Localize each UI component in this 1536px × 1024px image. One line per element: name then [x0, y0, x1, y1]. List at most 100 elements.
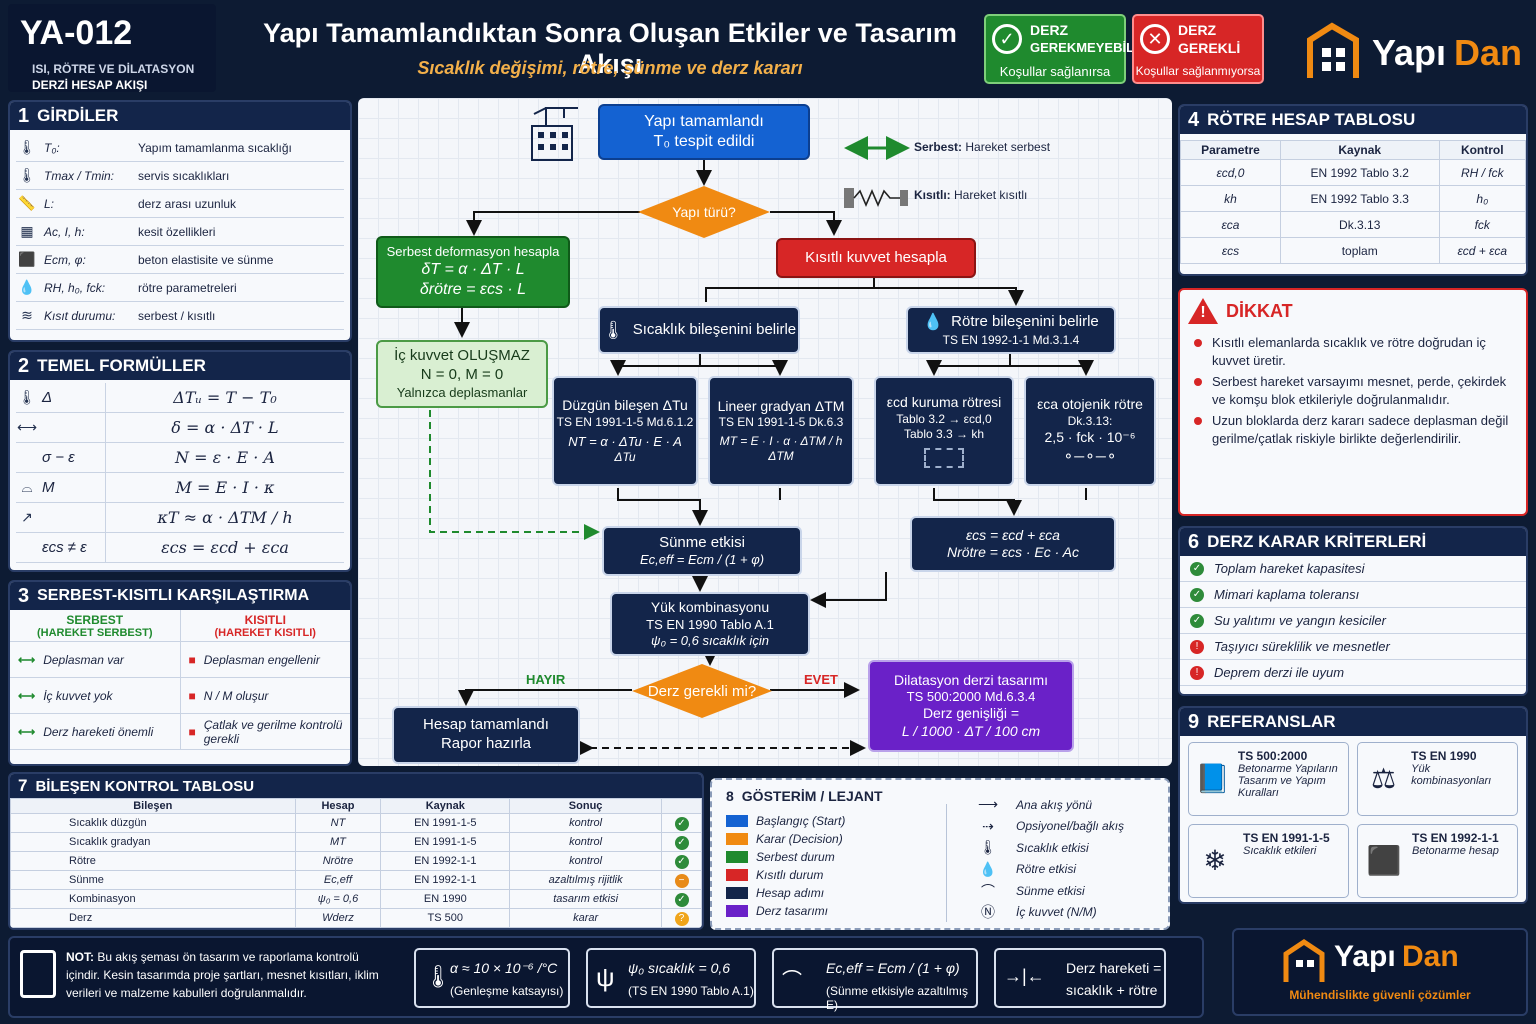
warning-item: Serbest hareket varsayımı mesnet, perde,…: [1190, 373, 1516, 408]
temperature-component-node[interactable]: 🌡Sıcaklık bileşenini belirle: [598, 306, 800, 354]
dashed-arrow-icon: ⇢: [982, 817, 994, 834]
creep-curve-icon: ⌒: [981, 882, 995, 899]
cube-icon: ⬛: [1366, 845, 1402, 876]
check-circle-icon: ✓: [992, 24, 1022, 54]
legend-symbol-item: ⟶Ana akış yönü: [968, 794, 1124, 816]
autogenous-shrinkage-node[interactable]: εca otojenik rötre Dk.3.13: 2,5 · fck · …: [1024, 376, 1156, 486]
total-shrinkage-node[interactable]: εcs = εcd + εca Nrötre = εcs · Ec · Ac: [910, 516, 1116, 572]
alert-icon: !: [1190, 665, 1204, 680]
brand-logo: Yapı Dan: [1300, 14, 1530, 88]
code-subtitle-1: ISI, RÖTRE VE DİLATASYON: [32, 62, 195, 76]
spring-icon: ≋: [21, 307, 33, 323]
comparison-row: ⟷Derz hareketi önemli■Çatlak ve gerilme …: [10, 714, 350, 750]
input-row: 🌡T₀:Yapım tamamlanma sıcaklığı: [16, 134, 344, 162]
legend-color-item: Derz tasarımı: [726, 902, 845, 920]
color-swatch: [726, 869, 748, 881]
input-row: 🌡Tmax / Tmin:servis sıcaklıkları: [16, 162, 344, 190]
input-row: ▦Ac, I, h:kesit özellikleri: [16, 218, 344, 246]
check-icon: ✓: [674, 836, 689, 850]
thermometer-icon: 🌡: [18, 139, 36, 155]
check-icon: ✓: [674, 893, 689, 907]
color-swatch: [726, 887, 748, 899]
restrained-marker-icon: ■: [188, 724, 196, 739]
panel-title: SERBEST-KISITLI KARŞILAŞTIRMA: [37, 587, 310, 604]
free-marker-icon: ⟷: [18, 688, 36, 703]
criteria-item: !Deprem derzi ile uyum: [1180, 660, 1526, 686]
question-icon: ?: [674, 912, 689, 926]
warning-triangle-icon: !: [1188, 298, 1218, 324]
input-row: ⬛Ecm, φ:beton elastisite ve sünme: [16, 246, 344, 274]
color-swatch: [726, 815, 748, 827]
legend-color-item: Kısıtlı durum: [726, 866, 845, 884]
load-combination-node[interactable]: Yük kombinasyonu TS EN 1990 Tablo A.1 ψ₀…: [610, 592, 810, 656]
bullet-icon: [1194, 417, 1202, 426]
restrained-force-node[interactable]: Kısıtlı kuvvet hesapla: [776, 238, 976, 278]
color-swatch: [726, 833, 748, 845]
badge-joint-optional: ✓ DERZ GEREKMEYEBİLİR Koşullar sağlanırs…: [984, 14, 1147, 84]
check-icon: ✓: [674, 855, 689, 869]
table-header: Parametre: [1180, 140, 1281, 160]
panel-title: GÖSTERİM / LEJANT: [741, 788, 883, 804]
check-icon: ✓: [674, 817, 689, 831]
footer-formula-alpha: 🌡 α ≈ 10 × 10⁻⁶ /°C (Genleşme katsayısı): [414, 948, 570, 1008]
free-deformation-node[interactable]: Serbest deformasyon hesapla δT = α · ΔT …: [376, 236, 570, 308]
uniform-component-node[interactable]: Düzgün bileşen ΔTu TS EN 1991-1-5 Md.6.1…: [552, 376, 698, 486]
panel-title: REFERANSLAR: [1207, 712, 1336, 731]
warning-item: Uzun bloklarda derz kararı sadece deplas…: [1190, 412, 1516, 447]
table-header: Kontrol: [1438, 140, 1526, 160]
thermometer-icon: 🌡: [424, 964, 452, 989]
shrink-block-icon: [924, 447, 964, 468]
document-code: YA-012: [20, 14, 133, 52]
table-header: Sonuç: [509, 798, 662, 814]
thermometer-icon: 🌡: [979, 839, 997, 856]
minus-icon: −: [674, 874, 689, 888]
panel-title: DERZ KARAR KRİTERLERİ: [1207, 532, 1427, 551]
legend-color-item: Başlangıç (Start): [726, 812, 845, 830]
shrinkage-component-node[interactable]: 💧Rötre bileşenini belirle TS EN 1992-1-1…: [906, 306, 1116, 354]
expansion-joint-design-node[interactable]: Dilatasyon derzi tasarımı TS 500:2000 Md…: [868, 660, 1074, 752]
check-icon: ✓: [1190, 613, 1204, 628]
creep-effect-node[interactable]: Sünme etkisi Ec,eff = Ecm / (1 + φ): [602, 526, 802, 576]
no-internal-force-node[interactable]: İç kuvvet OLUŞMAZ N = 0, M = 0 Yalnızca …: [376, 340, 548, 408]
criteria-item: ✓Mimari kaplama toleransı: [1180, 582, 1526, 608]
legend-symbol-item: 💧Rötre etkisi: [968, 859, 1124, 881]
linear-gradient-node[interactable]: Lineer gradyan ΔTM TS EN 1991-1-5 Dk.6.3…: [708, 376, 854, 486]
bullet-icon: [1194, 378, 1202, 387]
footer-brand: Yapı Dan Mühendislikte güvenli çözümler: [1232, 928, 1528, 1016]
label-no: HAYIR: [526, 672, 566, 687]
joint-arrows-icon: →|←: [1004, 966, 1045, 986]
drops-icon: 💧: [18, 279, 36, 295]
comparison-row: ⟷Deplasman var■Deplasman engellenir: [10, 642, 350, 678]
formula-row: ⟷δ = α · ΔT · L: [16, 413, 344, 443]
legend-symbol-item: ⌒Sünme etkisi: [968, 880, 1124, 902]
input-row: 📏L:derz arası uzunluk: [16, 190, 344, 218]
table-header: Kaynak: [380, 798, 511, 814]
badge-joint-required: ✕ DERZ GEREKLİ Koşullar sağlanmıyorsa: [1132, 14, 1264, 84]
free-marker-icon: ⟷: [18, 652, 36, 667]
legend-color-item: Karar (Decision): [726, 830, 845, 848]
scale-icon: ⚖: [1371, 763, 1397, 794]
warning-item: Kısıtlı elemanlarda sıcaklık ve rötre do…: [1190, 334, 1516, 369]
color-swatch: [726, 905, 748, 917]
code-block: YA-012 ISI, RÖTRE VE DİLATASYON DERZİ HE…: [8, 4, 216, 92]
comparison-row: ⟷İç kuvvet yok■N / M oluşur: [10, 678, 350, 714]
drying-shrinkage-node[interactable]: εcd kuruma rötresi Tablo 3.2 → εcd,0 Tab…: [874, 376, 1014, 486]
